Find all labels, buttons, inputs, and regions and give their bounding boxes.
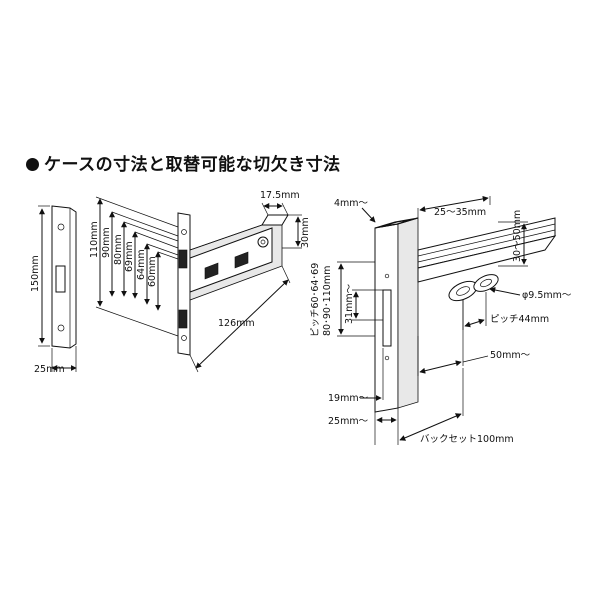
dim-60-label: 60mm [147, 256, 158, 287]
range-width-dimension: 25～35mm [417, 195, 491, 218]
front-plate [51, 205, 77, 349]
pitch-label-1: ピッチ60･64･69 [310, 263, 321, 337]
dim-90-label: 90mm [101, 227, 112, 258]
dim-50-label: 50mm～ [490, 350, 531, 361]
range-height-label: 30～50mm [512, 210, 523, 262]
frame-bottom-dimensions: 19mm～ 25mm～ [328, 348, 399, 445]
dim-19-label: 19mm～ [328, 393, 369, 404]
section-heading: ケースの寸法と取替可能な切欠き寸法 [26, 150, 341, 175]
hole-diameter-label: φ9.5mm～ [522, 290, 572, 301]
dim-64-label: 64mm [136, 249, 147, 280]
dim-110-label: 110mm [89, 221, 100, 258]
case-side-height-label: 30mm [300, 217, 311, 248]
hole-diameter-dimension: φ9.5mm～ [489, 287, 572, 301]
dim-69-label: 69mm [124, 241, 135, 272]
frame-top-min-label: 4mm～ [334, 198, 369, 209]
range-height-dimension: 30～50mm [498, 210, 528, 267]
case-depth-label: 126mm [218, 318, 255, 329]
backset-dimension: バックセット100mm [399, 368, 514, 445]
pitch-dimension: ピッチ60･64･69 80･90･110mm 31mm～ [310, 261, 383, 337]
case-top-width-label: 17.5mm [260, 190, 300, 201]
frame-top-dimension: 4mm～ [334, 198, 376, 223]
dim-25-label: 25mm～ [328, 416, 369, 427]
dim-50-dimension: 50mm～ [417, 300, 531, 376]
backset-label: バックセット100mm [420, 434, 514, 445]
case-depth-dimension: 126mm [189, 265, 291, 373]
pitch-label-2: 80･90･110mm [322, 266, 333, 336]
door-frame [374, 217, 419, 413]
case-top-dimension: 17.5mm [260, 190, 300, 216]
case-vertical-dimensions: 110mm 90mm 80mm 69mm 64mm 60mm [89, 196, 179, 337]
front-plate-height-label: 150mm [30, 255, 41, 292]
lock-case [177, 212, 289, 356]
bullet-icon [26, 158, 39, 171]
case-side-dimension: 30mm [282, 214, 311, 249]
front-plate-height-dimension: 150mm [30, 205, 50, 347]
front-plate-width-label: 25mm [34, 364, 65, 375]
pitch44-label: ピッチ44mm [490, 314, 549, 325]
dim-80-label: 80mm [113, 234, 124, 265]
dim-31-label: 31mm～ [344, 283, 355, 324]
heading-text: ケースの寸法と取替可能な切欠き寸法 [44, 155, 341, 175]
door-panel [417, 217, 557, 302]
front-plate-width-dimension: 25mm [34, 346, 77, 375]
range-width-label: 25～35mm [434, 207, 486, 218]
